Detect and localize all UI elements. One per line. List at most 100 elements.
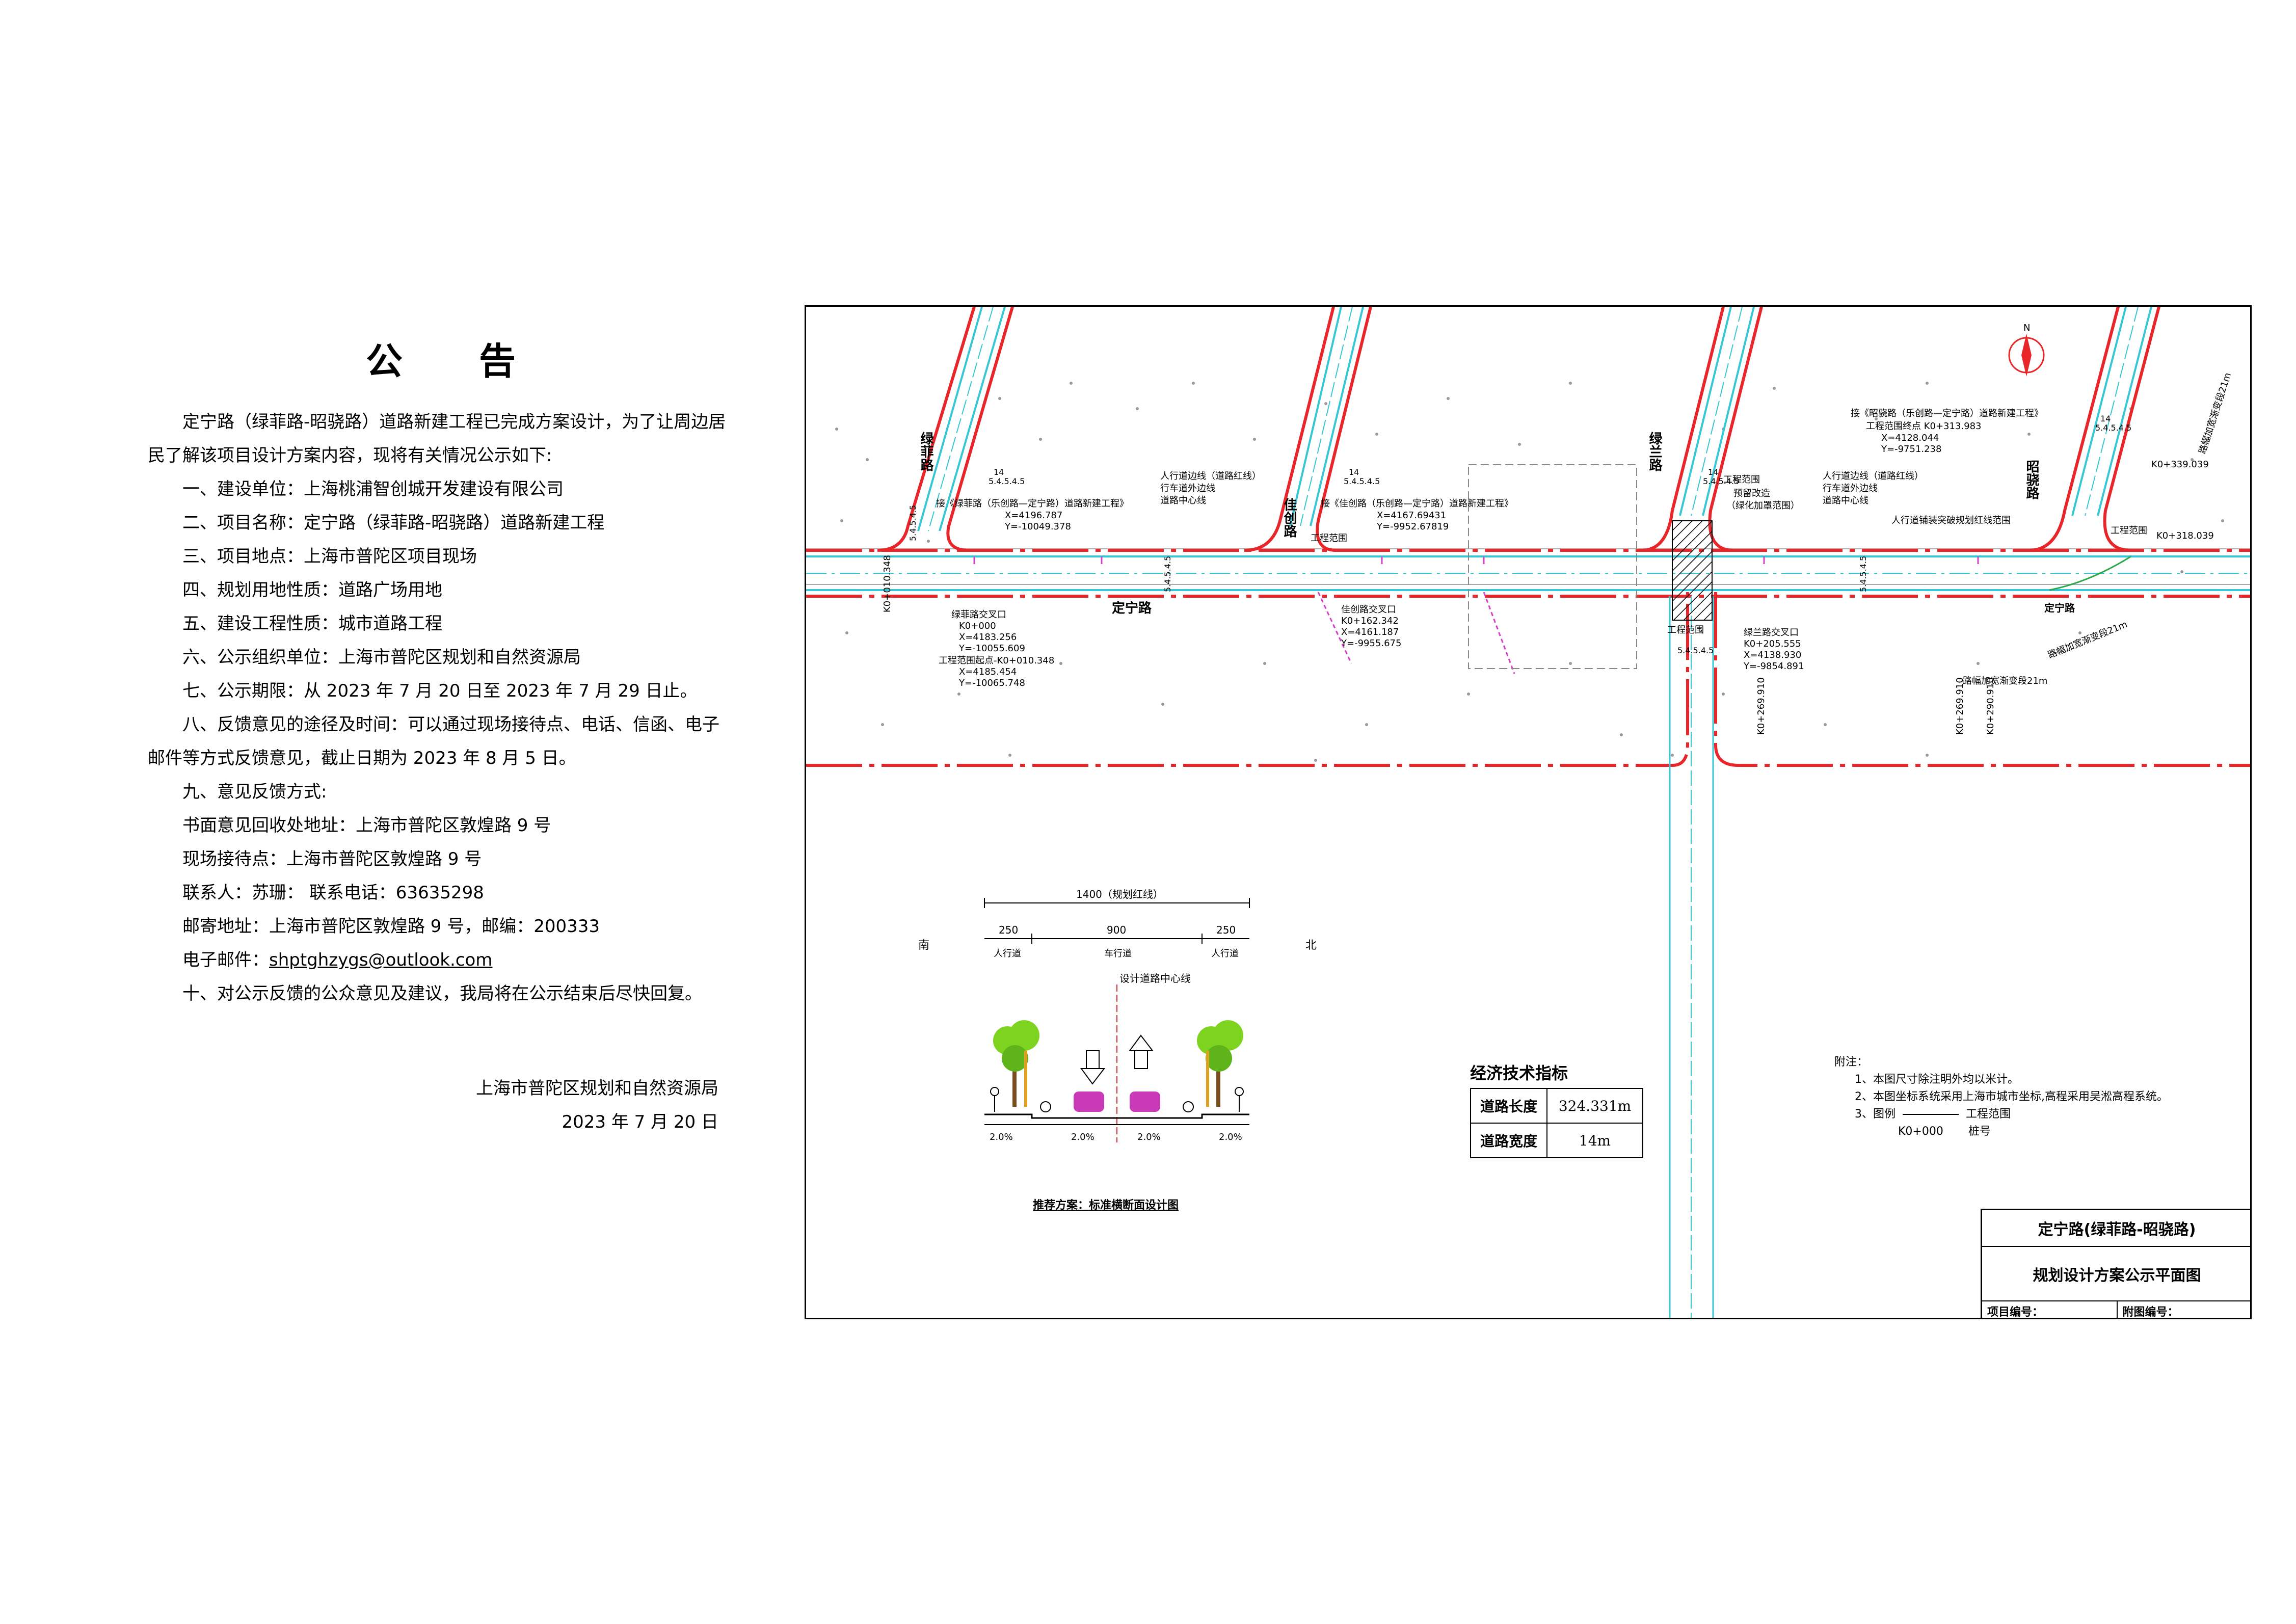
cross-section: 1400（规划红线） 250 900 250 人行道 车行道 人行道 南 北 设… bbox=[918, 888, 1317, 1212]
crosswalk-marks bbox=[973, 556, 1979, 674]
label-dingning: 定宁路 bbox=[1112, 600, 1152, 616]
zhaoxiao-road bbox=[2028, 307, 2160, 591]
section-south: 南 bbox=[918, 939, 929, 952]
legend-line-icon bbox=[1903, 1111, 1959, 1118]
ann-k348: K0+010.348 bbox=[882, 555, 893, 613]
label-dingning-right: 定宁路 bbox=[2044, 602, 2075, 614]
ann-lvfei-y: Y=-10049.378 bbox=[1004, 521, 1071, 532]
ann-jiachuang-x: X=4167.69431 bbox=[1377, 510, 1446, 521]
notice-reception: 现场接待点：上海市普陀区敦煌路 9 号 bbox=[182, 849, 482, 869]
ann-carriage-edge-2: 行车道外边线 bbox=[1823, 483, 1878, 494]
ann-zhaoxiao-x: X=4128.044 bbox=[1881, 433, 1939, 443]
email-label: 电子邮件： bbox=[182, 950, 269, 970]
arrow-down-icon bbox=[1080, 1050, 1106, 1085]
section-mid: 900 bbox=[1107, 924, 1126, 936]
note-3: 3、图例 工程范围 bbox=[1834, 1106, 2168, 1123]
label-lvlan: 绿兰路 bbox=[1647, 432, 1662, 471]
ann-dims-2: 5.4.5.4.5 bbox=[1163, 556, 1172, 592]
label-lvfei: 绿菲路 bbox=[918, 432, 933, 471]
ann-w14-3: 14 bbox=[1708, 467, 1718, 477]
notice-item-3: 三、项目地点：上海市普陀区项目现场 bbox=[182, 546, 477, 567]
ann-widen-right: 路幅加宽渐变段21m bbox=[2197, 371, 2233, 456]
ann-dims-bottom: 5.4.5.4.5 bbox=[1677, 646, 1714, 655]
ann-reserve: 预留改造 bbox=[1733, 488, 1770, 499]
ann-reserve-sub: （绿化加罩范围） bbox=[1726, 500, 1800, 511]
lvfei-road bbox=[877, 307, 1014, 552]
car-icon bbox=[1074, 1091, 1104, 1112]
slope-2: 2.0% bbox=[1071, 1132, 1094, 1142]
ann-sidewalk-red: 人行道边线（道路红线） bbox=[1160, 471, 1261, 482]
email-link[interactable]: shptghzygs@outlook.com bbox=[269, 950, 493, 970]
ann-connect-lvfei: 接《绿菲路（乐创路—定宁路）道路新建工程》 bbox=[936, 498, 1129, 509]
notes-heading: 附注： bbox=[1834, 1056, 1868, 1069]
ann-project-range-2: 工程范围 bbox=[1723, 474, 1760, 485]
ann-centerline: 道路中心线 bbox=[1160, 495, 1206, 506]
ann-connect-zhaoxiao: 接《昭骁路（乐创路—定宁路）道路新建工程》 bbox=[1851, 408, 2043, 419]
notice-email-line: 电子邮件：shptghzygs@outlook.com bbox=[148, 943, 734, 977]
ann-lvlan-cross: 绿兰路交叉口 bbox=[1744, 627, 1799, 638]
lvlan-road bbox=[1641, 307, 1763, 1318]
ann-k339: K0+339.039 bbox=[2151, 459, 2209, 470]
survey-points bbox=[835, 382, 2224, 762]
notice-item-7: 七、公示期限：从 2023 年 7 月 20 日至 2023 年 7 月 29 … bbox=[182, 681, 698, 701]
bicycle-icon bbox=[1040, 1101, 1051, 1112]
notice-signature: 上海市普陀区规划和自然资源局 bbox=[476, 1078, 718, 1099]
econ-width-label: 道路宽度 bbox=[1470, 1123, 1548, 1158]
econ-length-label: 道路长度 bbox=[1470, 1088, 1548, 1124]
ann-carriage-edge: 行车道外边线 bbox=[1160, 483, 1215, 494]
ann-zhaoxiao-y: Y=-9751.238 bbox=[1881, 444, 1941, 455]
north-label: N bbox=[2023, 323, 2030, 333]
note-3-prefix: 3、图例 bbox=[1855, 1108, 1895, 1121]
ann-connect-jiachuang: 接《佳创路（乐创路—定宁路）道路新建工程》 bbox=[1321, 498, 1513, 509]
ann-project-range-1: 工程范围 bbox=[1311, 533, 1347, 544]
title-block-name: 定宁路(绿菲路-昭骁路) bbox=[1982, 1210, 2250, 1247]
ann-dims-top-3: 5.4.5.4.5 bbox=[1703, 476, 1739, 486]
section-total: 1400（规划红线） bbox=[1076, 888, 1163, 900]
notice-panel: 公告 定宁路（绿菲路-昭骁路）道路新建工程已完成方案设计，为了让周边居民了解该项… bbox=[148, 331, 734, 1139]
ann-k290: K0+290.910 bbox=[1985, 677, 1996, 735]
title-block-drawing: 规划设计方案公示平面图 bbox=[1982, 1247, 2250, 1301]
ann-lvfei-cy: Y=-10055.609 bbox=[958, 643, 1025, 654]
ann-lvfei-cross: 绿菲路交叉口 bbox=[951, 609, 1006, 620]
ann-w14-1: 14 bbox=[994, 467, 1004, 477]
note-2: 2、本图坐标系统采用上海市城市坐标,高程采用吴淞高程系统。 bbox=[1855, 1090, 2168, 1103]
ann-jiachuang-cx: X=4161.187 bbox=[1341, 627, 1399, 637]
ann-lvlan-k: K0+205.555 bbox=[1744, 638, 1801, 649]
ann-jiachuang-k: K0+162.342 bbox=[1341, 616, 1399, 626]
note-3-legend1: 工程范围 bbox=[1966, 1108, 2011, 1121]
ann-dims-top-4: 5.4.5.4.5 bbox=[2095, 423, 2131, 433]
note-1: 1、本图尺寸除注明外均以米计。 bbox=[1855, 1073, 2019, 1086]
notice-intro: 定宁路（绿菲路-昭骁路）道路新建工程已完成方案设计，为了让周边居民了解该项目设计… bbox=[148, 412, 726, 466]
north-arrow-icon: N bbox=[2008, 323, 2045, 377]
notice-item-5: 五、建设工程性质：城市道路工程 bbox=[182, 614, 442, 634]
slope-4: 2.0% bbox=[1219, 1132, 1242, 1142]
ann-lvfei-k: K0+000 bbox=[959, 621, 996, 631]
ann-project-range-3: 工程范围 bbox=[2111, 525, 2147, 536]
note-3-k: K0+000 bbox=[1898, 1125, 1943, 1138]
ann-dims-top-1: 5.4.5.4.5 bbox=[989, 476, 1025, 486]
notice-item-4: 四、规划用地性质：道路广场用地 bbox=[182, 580, 442, 600]
notice-feedback-heading: 九、意见反馈方式: bbox=[182, 782, 327, 802]
ann-w14-2: 14 bbox=[1349, 467, 1359, 477]
section-right: 250 bbox=[1216, 924, 1236, 936]
title-block: 定宁路(绿菲路-昭骁路) 规划设计方案公示平面图 项目编号： 附图编号： bbox=[1981, 1209, 2250, 1319]
notice-item-2: 二、项目名称：定宁路（绿菲路-昭骁路）道路新建工程 bbox=[182, 513, 605, 533]
notice-contact: 联系人：苏珊： 联系电话：63635298 bbox=[182, 883, 484, 903]
ann-k269: K0+269.910 bbox=[1756, 677, 1767, 735]
label-zhaoxiao: 昭骁路 bbox=[2024, 460, 2039, 499]
pedestrian-icon bbox=[1235, 1087, 1244, 1096]
ann-lvfei-x: X=4196.787 bbox=[1005, 510, 1062, 521]
ann-w14-4: 14 bbox=[2100, 414, 2111, 423]
ann-dims-top-2: 5.4.5.4.5 bbox=[1344, 476, 1380, 486]
slope-1: 2.0% bbox=[990, 1132, 1013, 1142]
ann-start-x: X=4185.454 bbox=[959, 667, 1017, 677]
jiachuang-road bbox=[1244, 307, 1372, 552]
tree-icon bbox=[1197, 1020, 1243, 1107]
ann-zhaoxiao-end: 工程范围终点 K0+313.983 bbox=[1866, 421, 1982, 432]
bicycle-icon bbox=[1183, 1101, 1194, 1112]
notice-item-1: 一、建设单位：上海桃浦智创城开发建设有限公司 bbox=[182, 479, 564, 499]
ann-lvlan-cy: Y=-9854.891 bbox=[1743, 661, 1804, 672]
road-name-labels: 绿菲路 佳创路 绿兰路 昭骁路 定宁路 定宁路 bbox=[918, 432, 2075, 616]
title-block-attach-no: 附图编号： bbox=[2122, 1306, 2179, 1319]
